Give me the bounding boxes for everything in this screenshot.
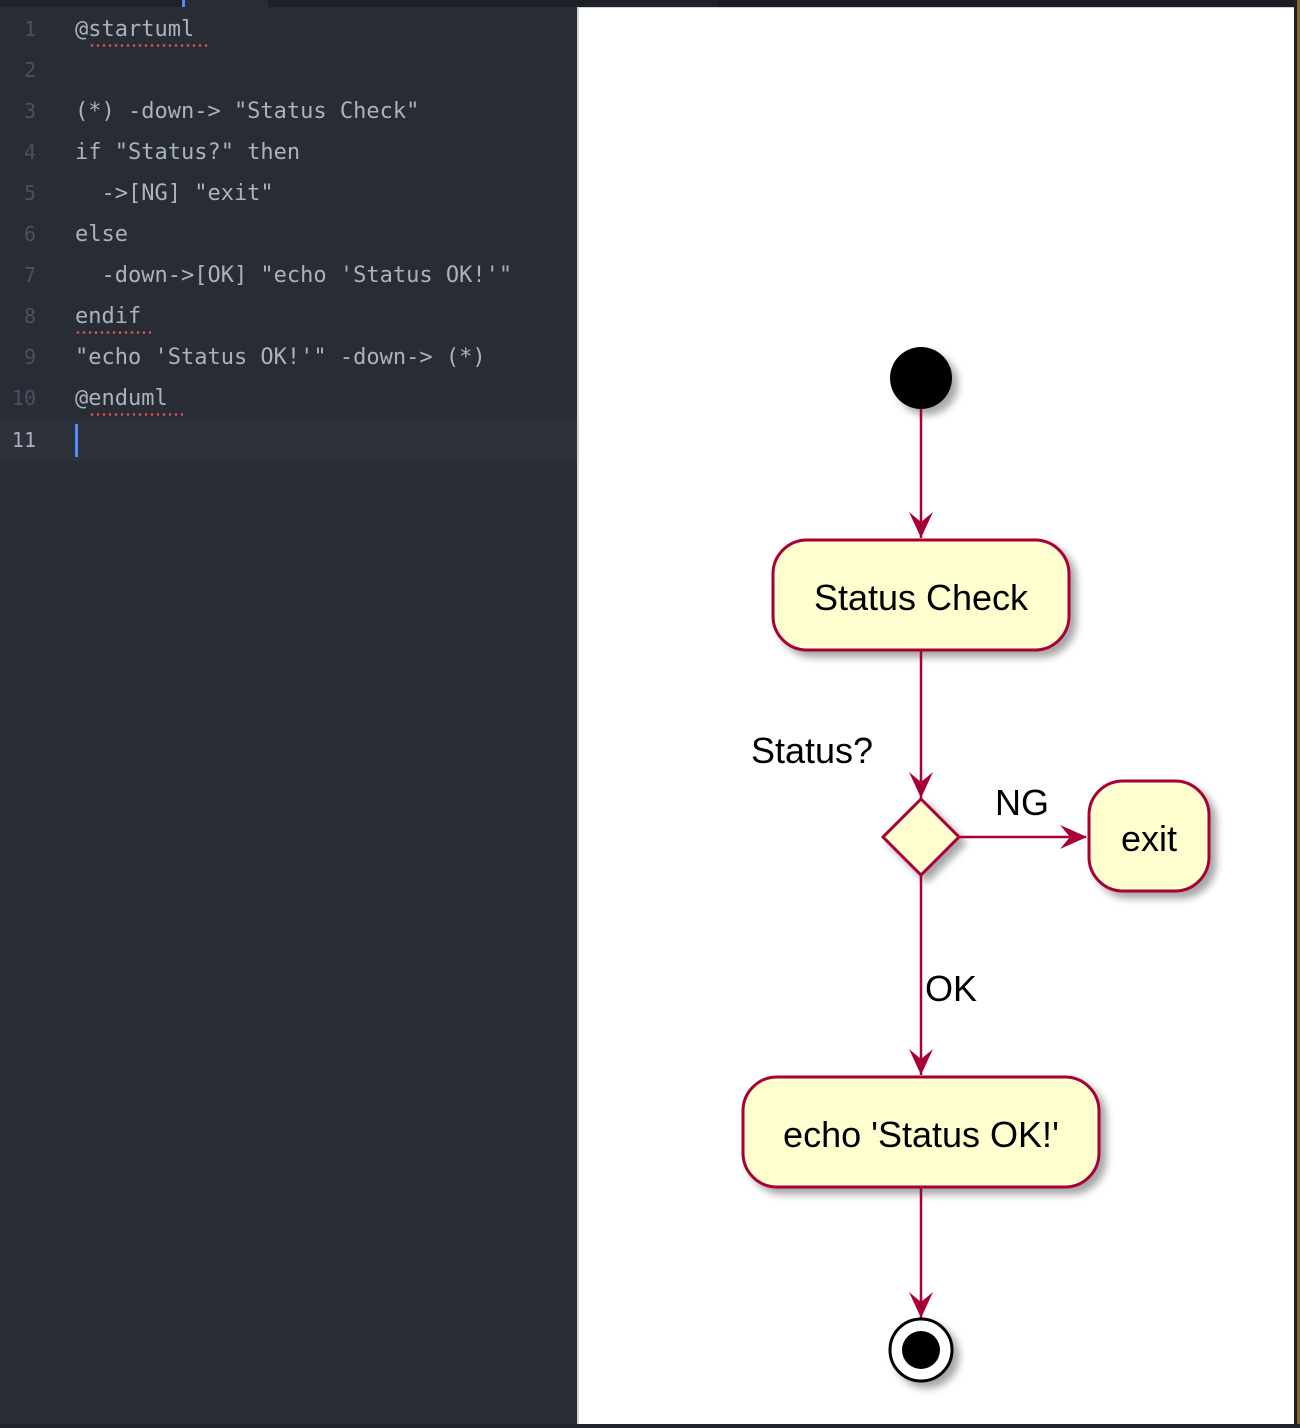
code-text[interactable]: "echo 'Status OK!'" -down-> (*) <box>75 345 486 370</box>
active-tab-indicator <box>182 0 185 7</box>
line-number: 3 <box>23 99 36 123</box>
line-number: 8 <box>23 304 36 328</box>
line-number: 1 <box>23 17 36 41</box>
line-number: 7 <box>23 263 36 287</box>
tab-preview[interactable] <box>718 0 1298 7</box>
tab-inactive[interactable] <box>268 0 718 7</box>
line-number: 9 <box>23 345 36 369</box>
diagram-preview: Status Check Status? NG exit OK <box>579 8 1294 1424</box>
editor-line[interactable]: 9 "echo 'Status OK!'" -down-> (*) <box>0 337 577 378</box>
node-status-check: Status Check <box>771 538 1071 652</box>
node-echo-status-ok: echo 'Status OK!' <box>741 1075 1101 1189</box>
tab-strip <box>0 0 1300 7</box>
edge-label-ng: NG <box>995 782 1049 823</box>
arrowhead-icon <box>1060 825 1087 849</box>
code-editor[interactable]: 1 @startuml 2 3 (*) -down-> "Status Chec… <box>0 7 577 1424</box>
tab-inactive[interactable] <box>0 0 175 7</box>
editor-line[interactable]: 10 @enduml <box>0 378 577 419</box>
code-text[interactable]: ->[NG] "exit" <box>75 181 274 206</box>
spellcheck-underline <box>89 413 183 416</box>
editor-line-active[interactable]: 11 <box>0 420 577 461</box>
line-number: 11 <box>11 428 36 452</box>
editor-line[interactable]: 1 @startuml <box>0 9 577 50</box>
editor-line[interactable]: 7 -down->[OK] "echo 'Status OK!'" <box>0 255 577 296</box>
editor-line[interactable]: 5 ->[NG] "exit" <box>0 173 577 214</box>
arrowhead-icon <box>909 1049 933 1075</box>
text-cursor <box>75 424 78 457</box>
node-label: exit <box>1121 818 1177 859</box>
end-node <box>888 1317 954 1383</box>
line-number: 4 <box>23 140 36 164</box>
edge-label-ok: OK <box>925 968 977 1009</box>
spellcheck-underline <box>75 331 151 334</box>
activity-diagram: Status Check Status? NG exit OK <box>741 347 1211 1383</box>
arrowhead-icon <box>909 512 933 538</box>
editor-line[interactable]: 3 (*) -down-> "Status Check" <box>0 91 577 132</box>
code-text[interactable]: (*) -down-> "Status Check" <box>75 99 420 124</box>
spellcheck-underline <box>89 44 211 47</box>
arrowhead-icon <box>909 1292 933 1318</box>
code-text[interactable]: endif <box>75 304 142 329</box>
editor-line[interactable]: 2 <box>0 50 577 91</box>
line-number: 10 <box>11 386 36 410</box>
edge-echo-to-end <box>909 1188 933 1318</box>
line-number: 5 <box>23 181 36 205</box>
tab-active[interactable] <box>183 0 268 7</box>
line-number: 6 <box>23 222 36 246</box>
start-node <box>890 347 952 409</box>
code-text[interactable]: if "Status?" then <box>75 140 301 165</box>
line-number: 2 <box>23 58 36 82</box>
edge-decision-to-exit <box>959 825 1087 849</box>
node-exit: exit <box>1087 779 1211 893</box>
window-edge-accent <box>1297 0 1300 1424</box>
code-text[interactable]: else <box>75 222 128 247</box>
node-label: echo 'Status OK!' <box>783 1114 1059 1155</box>
editor-line[interactable]: 6 else <box>0 214 577 255</box>
edge-status-check-to-decision <box>909 651 933 798</box>
editor-line[interactable]: 4 if "Status?" then <box>0 132 577 173</box>
decision-label: Status? <box>751 730 873 771</box>
decision-diamond <box>880 796 962 878</box>
edge-decision-to-echo <box>909 875 933 1075</box>
edge-start-to-status-check <box>909 409 933 538</box>
arrowhead-icon <box>909 772 933 798</box>
code-text[interactable]: -down->[OK] "echo 'Status OK!'" <box>75 263 513 288</box>
code-text[interactable]: @enduml <box>75 386 168 411</box>
code-text[interactable]: @startuml <box>75 17 195 42</box>
node-label: Status Check <box>814 577 1029 618</box>
editor-line[interactable]: 8 endif <box>0 296 577 337</box>
